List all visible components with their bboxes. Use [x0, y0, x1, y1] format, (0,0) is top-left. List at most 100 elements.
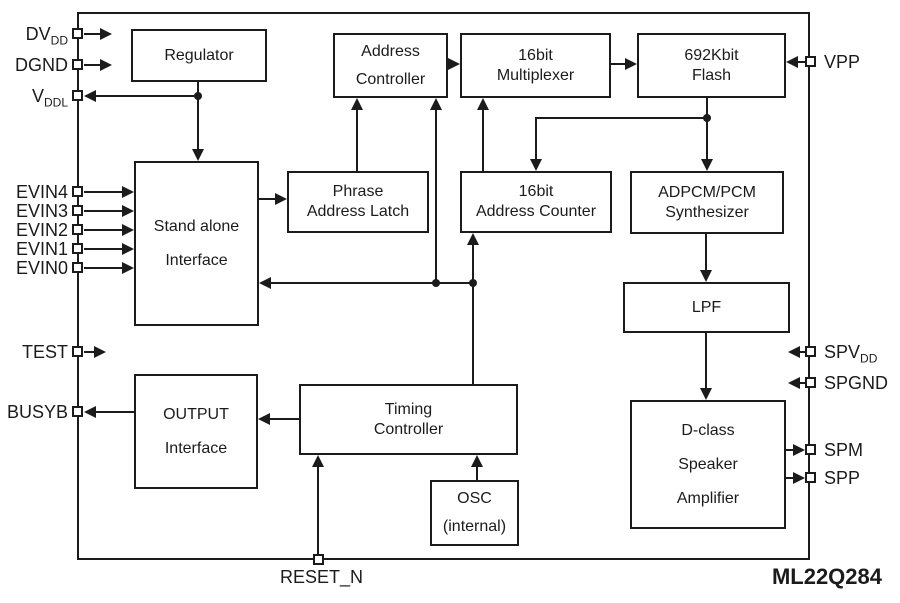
arrowhead-mux-left: [448, 58, 460, 70]
multiplexer-16bit-block: 16bit Multiplexer: [460, 33, 611, 98]
arrowhead-evin4: [122, 186, 134, 198]
arrowhead-evin2: [122, 224, 134, 236]
arrowhead-dvdd: [100, 28, 112, 40]
pin-label-subscript: DD: [50, 33, 68, 48]
arrowhead-output-right: [258, 413, 270, 425]
pin-label-reset-n: RESET_N: [280, 566, 363, 588]
arrowhead-dclass-top: [700, 388, 712, 400]
pin-label-spp: SPP: [824, 467, 860, 489]
block-label: Controller: [355, 70, 426, 88]
pin-label-evin0: EVIN0: [0, 257, 68, 279]
pin-label-evin2: EVIN2: [0, 219, 68, 241]
pin-evin1: [72, 243, 83, 254]
wire-evin0: [84, 267, 122, 269]
wire-busyb: [96, 411, 134, 413]
pin-label-test: TEST: [0, 341, 68, 363]
wire-reset: [317, 467, 319, 554]
wire-vpp: [798, 61, 805, 63]
arrowhead-latch: [275, 193, 287, 205]
pin-label-busyb: BUSYB: [0, 401, 68, 423]
block-label: Controller: [373, 420, 444, 438]
output-interface-block: OUTPUT Interface: [134, 374, 258, 489]
pin-label-text: EVIN4: [15, 182, 68, 202]
arrowhead-spp: [793, 472, 805, 484]
block-label: 16bit: [518, 183, 554, 200]
pin-label-text: SPGND: [824, 373, 889, 393]
arrowhead-spvdd: [788, 346, 800, 358]
arrowhead-test: [94, 346, 106, 358]
block-label: Address Counter: [475, 203, 597, 220]
pin-evin2: [72, 224, 83, 235]
wire-adpcm-lpf: [705, 234, 707, 270]
pin-label-spvdd: SPVDD: [824, 341, 877, 365]
block-label: Phrase: [332, 183, 384, 200]
pin-spm: [805, 444, 816, 455]
block-label: Flash: [691, 66, 732, 84]
arrowhead-addrctrl-2: [430, 98, 442, 110]
arrowhead-flash-right: [786, 56, 798, 68]
phrase-address-latch-block: Phrase Address Latch: [287, 171, 429, 233]
wire-regulator-vddl: [96, 95, 200, 97]
pin-label-vddl: VDDL: [0, 85, 68, 110]
arrowhead-adpcm-top: [701, 159, 713, 171]
block-label: LPF: [691, 298, 722, 316]
wire-feedback-bus: [271, 282, 474, 284]
pin-label-subscript: DDL: [43, 95, 68, 110]
pin-label-text: BUSYB: [6, 402, 68, 422]
pin-vddl: [72, 90, 83, 101]
wire-flash-adpcm: [706, 98, 708, 159]
arrowhead-evin0: [122, 262, 134, 274]
block-label: 16bit: [518, 46, 553, 64]
block-label: D-class: [681, 421, 735, 439]
block-label: OUTPUT: [163, 405, 229, 423]
pin-label-text: EVIN1: [15, 239, 68, 259]
wire-counter-mux: [482, 110, 484, 171]
junction-feedback-2: [469, 279, 477, 287]
junction-feedback-1: [432, 279, 440, 287]
wire-evin3: [84, 210, 122, 212]
block-label: Regulator: [164, 46, 234, 64]
block-label: Timing: [384, 400, 433, 418]
wire-dvdd: [84, 33, 100, 35]
arrowhead-vddl: [84, 90, 96, 102]
pin-label-evin4: EVIN4: [0, 181, 68, 203]
flash-692kbit-block: 692Kbit Flash: [637, 33, 786, 98]
pin-label-text: SPM: [824, 440, 864, 460]
pin-evin0: [72, 262, 83, 273]
wire-flash-counter-v: [535, 117, 537, 159]
part-number: ML22Q284: [771, 564, 882, 589]
pin-label-dvdd: DVDD: [0, 23, 68, 48]
arrowhead-standalone-top: [192, 149, 204, 161]
wire-evin2: [84, 229, 122, 231]
d-class-speaker-amplifier-block: D-class Speaker Amplifier: [630, 400, 786, 529]
pin-label-text: VPP: [824, 52, 861, 72]
pin-label-evin3: EVIN3: [0, 200, 68, 222]
wire-spgnd: [800, 382, 805, 384]
pin-label-evin1: EVIN1: [0, 238, 68, 260]
wire-junction-addrctrl: [435, 110, 437, 283]
pin-label-text: V: [31, 86, 44, 106]
block-label: (internal): [442, 518, 507, 535]
wire-regulator-standalone: [197, 82, 199, 149]
wire-latch-addrctrl: [356, 110, 358, 171]
adpcm-pcm-synthesizer-block: ADPCM/PCM Synthesizer: [630, 171, 784, 234]
pin-spp: [805, 472, 816, 483]
arrowhead-dgnd: [100, 59, 112, 71]
junction-flash: [703, 114, 711, 122]
wire-test: [84, 351, 94, 353]
arrowhead-evin1: [122, 243, 134, 255]
block-label: Interface: [164, 439, 228, 457]
wire-timing-feedback: [472, 245, 474, 384]
pin-test: [72, 346, 83, 357]
pin-label-spm: SPM: [824, 439, 863, 461]
block-label: Address Latch: [306, 203, 410, 220]
pin-label-text: SPV: [824, 342, 861, 362]
arrowhead-spgnd: [788, 377, 800, 389]
pin-vpp: [805, 56, 816, 67]
lpf-block: LPF: [623, 282, 790, 333]
arrowhead-evin3: [122, 205, 134, 217]
block-label: Stand alone: [153, 217, 240, 235]
pin-evin3: [72, 205, 83, 216]
block-label: Amplifier: [676, 489, 740, 507]
wire-spvdd: [800, 351, 805, 353]
